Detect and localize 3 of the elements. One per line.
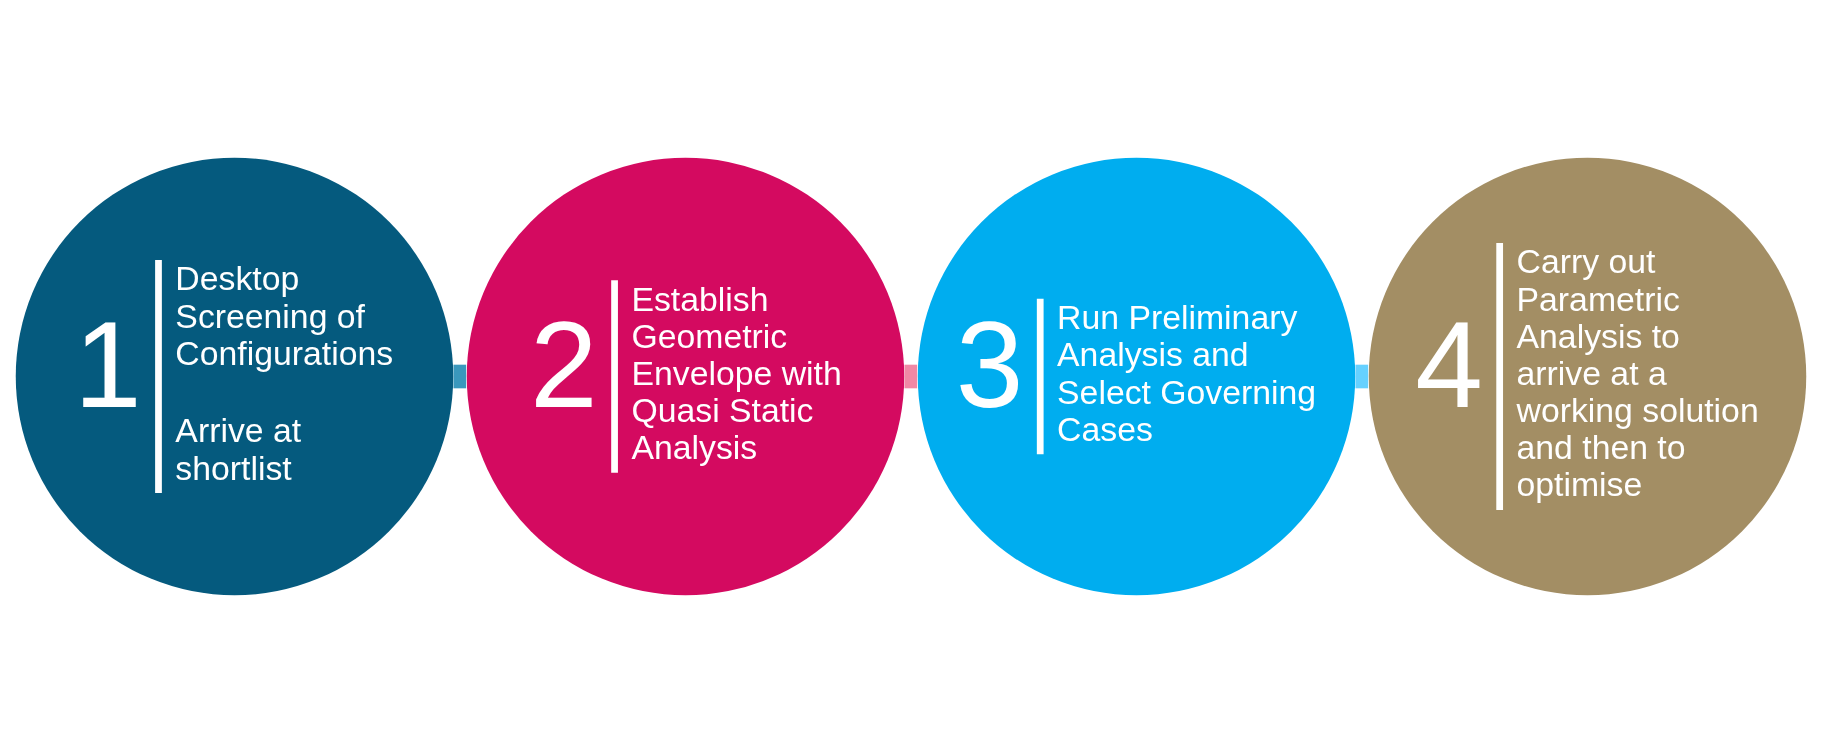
connector <box>453 364 467 389</box>
connector <box>904 364 918 389</box>
connector <box>1355 364 1369 389</box>
